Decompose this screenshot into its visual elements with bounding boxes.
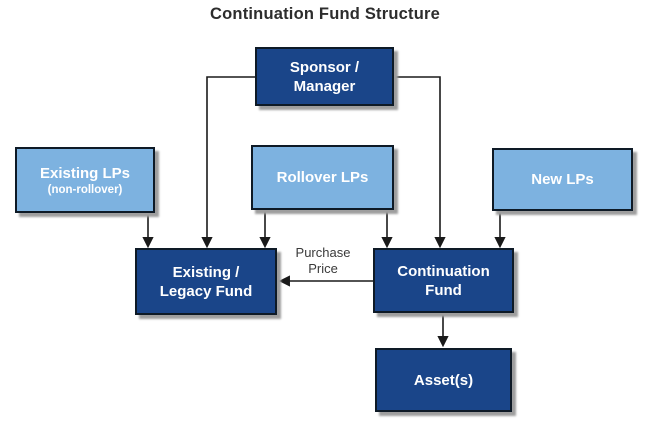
node-label: Existing LPs (non-rollover) [40, 164, 130, 197]
node-label-line: Legacy Fund [159, 282, 253, 300]
node-existing-lps: Existing LPs (non-rollover) [15, 147, 155, 213]
node-existing-legacy-fund: Existing / Legacy Fund [135, 248, 277, 315]
node-label: New LPs [531, 170, 594, 189]
node-label-line: Existing / [172, 263, 240, 281]
node-label: Asset(s) [414, 371, 473, 390]
node-label-subline: (non-rollover) [47, 183, 123, 196]
node-label-line: Sponsor / [289, 58, 360, 76]
purchase-price-label-line: Price [308, 261, 338, 276]
node-label: Existing / Legacy Fund [160, 263, 253, 301]
purchase-price-label-line: Purchase [295, 245, 351, 260]
node-label: Rollover LPs [277, 168, 369, 187]
node-label-line: Asset(s) [413, 371, 474, 389]
connector-sponsor-to-continuation-fund [394, 76, 446, 249]
node-label-line: New LPs [531, 171, 594, 188]
node-new-lps: New LPs [492, 148, 633, 211]
node-continuation-fund: Continuation Fund [373, 248, 514, 313]
connector-sponsor-to-legacy-fund [201, 76, 255, 249]
node-label-line: Continuation [397, 262, 490, 280]
node-label-line: Rollover LPs [276, 169, 369, 186]
node-label: Continuation Fund [397, 262, 489, 300]
diagram-title: Continuation Fund Structure [210, 5, 440, 23]
node-label: Sponsor / Manager [290, 58, 359, 96]
node-assets: Asset(s) [375, 348, 512, 412]
node-rollover-lps: Rollover LPs [251, 145, 394, 210]
node-label-line: Existing LPs [39, 164, 131, 182]
node-label-line: Fund [425, 281, 462, 299]
purchase-price-label: Purchase Price [284, 245, 362, 277]
node-sponsor-manager: Sponsor / Manager [255, 47, 394, 106]
node-label-line: Manager [293, 77, 356, 95]
